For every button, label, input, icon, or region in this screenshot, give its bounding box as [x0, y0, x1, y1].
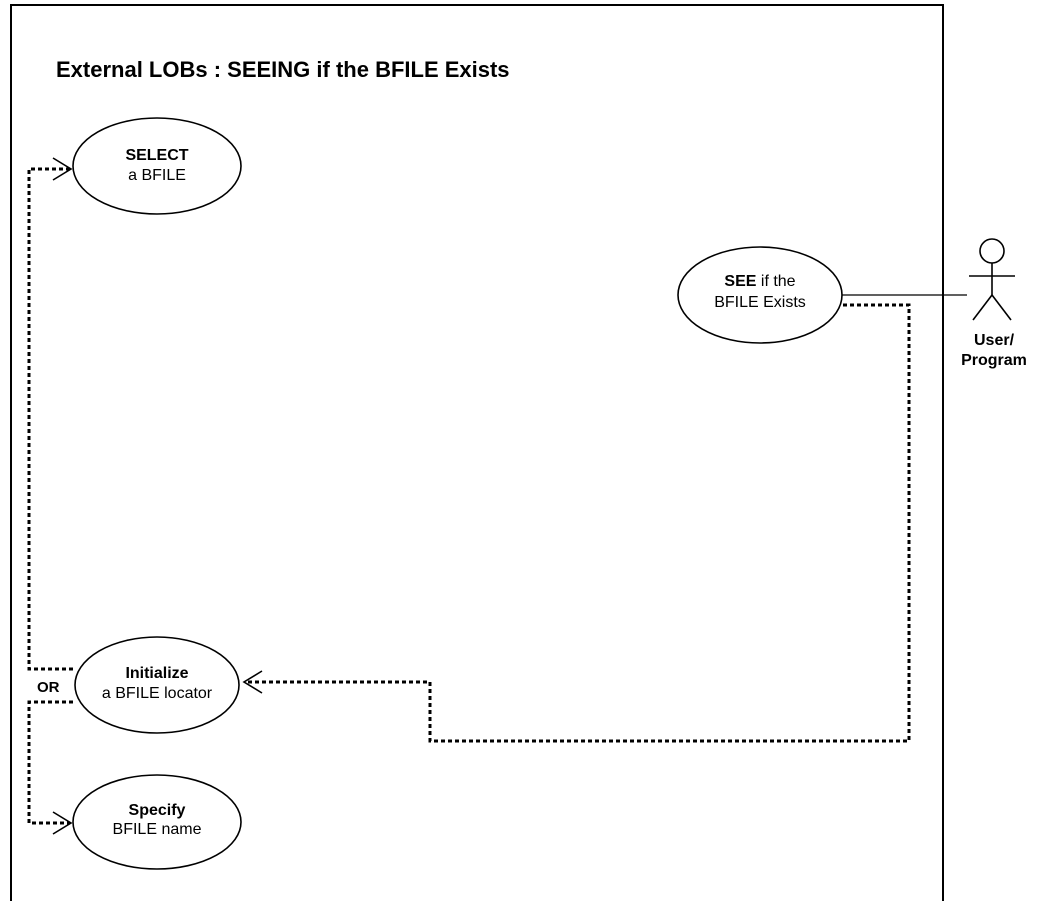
- use-case-specify-subtitle: BFILE name: [113, 821, 202, 838]
- actor-stick-figure-icon: [969, 238, 1015, 321]
- dependency-see-to-initialize: [245, 303, 911, 743]
- actor-label-line2: Program: [961, 352, 1027, 369]
- use-case-see-line2: BFILE Exists: [714, 294, 806, 311]
- use-case-ellipse: [72, 117, 242, 215]
- use-case-specify-title: Specify: [129, 802, 186, 819]
- use-case-see-bfile-exists[interactable]: SEE if the BFILE Exists: [677, 246, 843, 344]
- use-case-initialize-title: Initialize: [125, 665, 188, 682]
- or-label: OR: [37, 679, 60, 696]
- actor-user-program[interactable]: User/ Program: [961, 238, 1027, 369]
- arrow-head-specify: [52, 811, 73, 835]
- use-case-initialize-locator[interactable]: Initialize a BFILE locator: [74, 636, 240, 734]
- use-case-specify-bfile-name[interactable]: Specify BFILE name: [72, 774, 242, 870]
- dependency-initialize-to-select: [27, 167, 73, 671]
- use-case-select-bfile[interactable]: SELECT a BFILE: [72, 117, 242, 215]
- use-case-ellipse: [72, 774, 242, 870]
- use-case-see-title: SEE: [724, 273, 756, 290]
- use-case-see-line1: SEE if the: [724, 273, 795, 290]
- diagram-frame: [10, 4, 944, 901]
- use-case-see-suffix: if the: [756, 273, 795, 290]
- arrow-head-initialize: [242, 670, 263, 694]
- use-case-select-title: SELECT: [125, 147, 188, 164]
- dependency-initialize-to-specify: [27, 700, 73, 825]
- arrow-head-select: [52, 157, 73, 181]
- use-case-initialize-subtitle: a BFILE locator: [102, 685, 213, 702]
- use-case-ellipse: [74, 636, 240, 734]
- diagram-title: External LOBs : SEEING if the BFILE Exis…: [56, 57, 510, 82]
- use-case-select-subtitle: a BFILE: [128, 167, 186, 184]
- actor-label-line1: User/: [974, 332, 1015, 349]
